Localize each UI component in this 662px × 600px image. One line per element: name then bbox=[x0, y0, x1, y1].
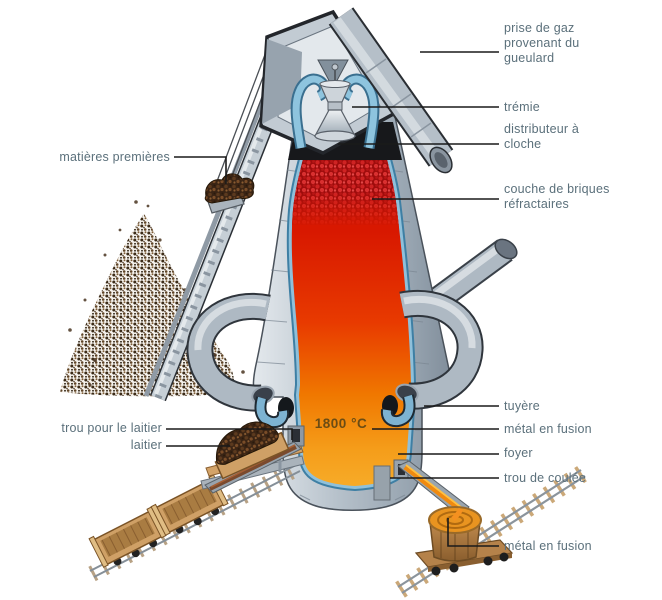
shell-seams bbox=[256, 169, 430, 501]
label-slag: laitier bbox=[130, 438, 162, 452]
skip-car bbox=[204, 173, 255, 214]
bustle-pipe-left bbox=[186, 292, 275, 412]
slag-car bbox=[214, 421, 290, 480]
label-hearth: foyer bbox=[504, 446, 533, 460]
furnace-interior bbox=[286, 117, 416, 492]
label-raw-materials: matières premières bbox=[59, 150, 170, 164]
tuyere-right bbox=[380, 394, 416, 428]
label-slag-hole: trou pour le laitier bbox=[61, 421, 162, 435]
label-molten-metal-lower: métal en fusion bbox=[504, 539, 592, 553]
label-refractory-bricks: couche de briques réfractaires bbox=[504, 182, 610, 211]
ladle-car bbox=[414, 506, 514, 576]
tuyere-left bbox=[254, 396, 290, 429]
gas-downcomer-pipe bbox=[328, 7, 454, 174]
leader-lines bbox=[166, 51, 499, 547]
chute-panel bbox=[317, 59, 349, 90]
top-structure bbox=[259, 7, 454, 174]
bustle-pipe-right bbox=[395, 290, 484, 410]
tap-runner bbox=[397, 460, 470, 518]
label-tuyere: tuyère bbox=[504, 399, 540, 413]
ladle bbox=[428, 506, 482, 562]
label-tap-hole: trou de coulée bbox=[504, 471, 587, 485]
label-bell-distributor: distributeur à cloche bbox=[504, 122, 580, 151]
label-hopper: trémie bbox=[504, 100, 540, 114]
temperature-text: 1800 °C bbox=[315, 416, 367, 431]
label-gas-offtake: prise de gaz provenant du gueulard bbox=[504, 21, 580, 65]
label-molten-metal-upper: métal en fusion bbox=[504, 422, 592, 436]
bell-distributor bbox=[313, 109, 357, 142]
hopper bbox=[319, 63, 351, 111]
